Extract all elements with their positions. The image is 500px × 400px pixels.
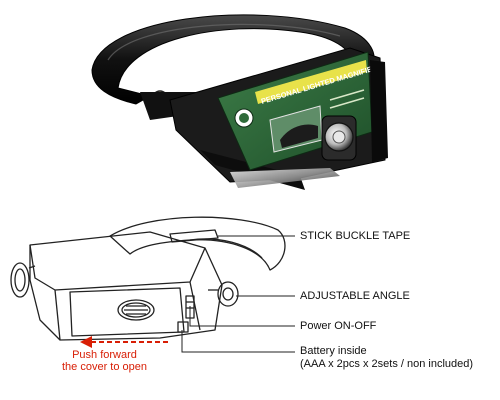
drawing-battery-compartment [177, 321, 189, 333]
push-forward-note: Push forward the cover to open [62, 349, 147, 373]
callout-text: STICK BUCKLE TAPE [300, 230, 411, 242]
push-note-line: the cover to open [62, 361, 148, 373]
push-note-line: Push forward [72, 349, 137, 361]
callout-power-on-off: Power ON-OFF [300, 320, 376, 333]
label-band [255, 60, 367, 104]
callout-subtext: (AAA x 2pcs x 2sets / non included) [300, 358, 474, 370]
drawing-oval-window [117, 299, 155, 321]
product-photo: PERSONAL LIGHTED MAGNIFIER [91, 14, 388, 190]
drawing-angle-knob [217, 281, 239, 307]
drawing-left-pivot [10, 262, 30, 298]
callout-stick-buckle-tape: STICK BUCKLE TAPE [300, 230, 410, 243]
magnifier-lens [230, 168, 340, 188]
callout-battery-inside: Battery inside (AAA x 2pcs x 2sets / non… [300, 345, 473, 371]
drawing-visor-body [29, 231, 223, 341]
drawing-front-cover [69, 287, 185, 337]
drawing-buckle-tape [169, 229, 219, 243]
drawing-power-switch [185, 295, 195, 319]
leader-battery-inside [181, 330, 295, 353]
callout-adjustable-angle: ADJUSTABLE ANGLE [300, 290, 410, 303]
push-arrow [80, 336, 168, 348]
callout-text: ADJUSTABLE ANGLE [300, 290, 410, 302]
callout-text: Battery inside [300, 345, 367, 357]
drawing-head-strap [109, 216, 286, 271]
callout-text: Power ON-OFF [300, 320, 377, 332]
leader-power-on-off [189, 306, 295, 327]
